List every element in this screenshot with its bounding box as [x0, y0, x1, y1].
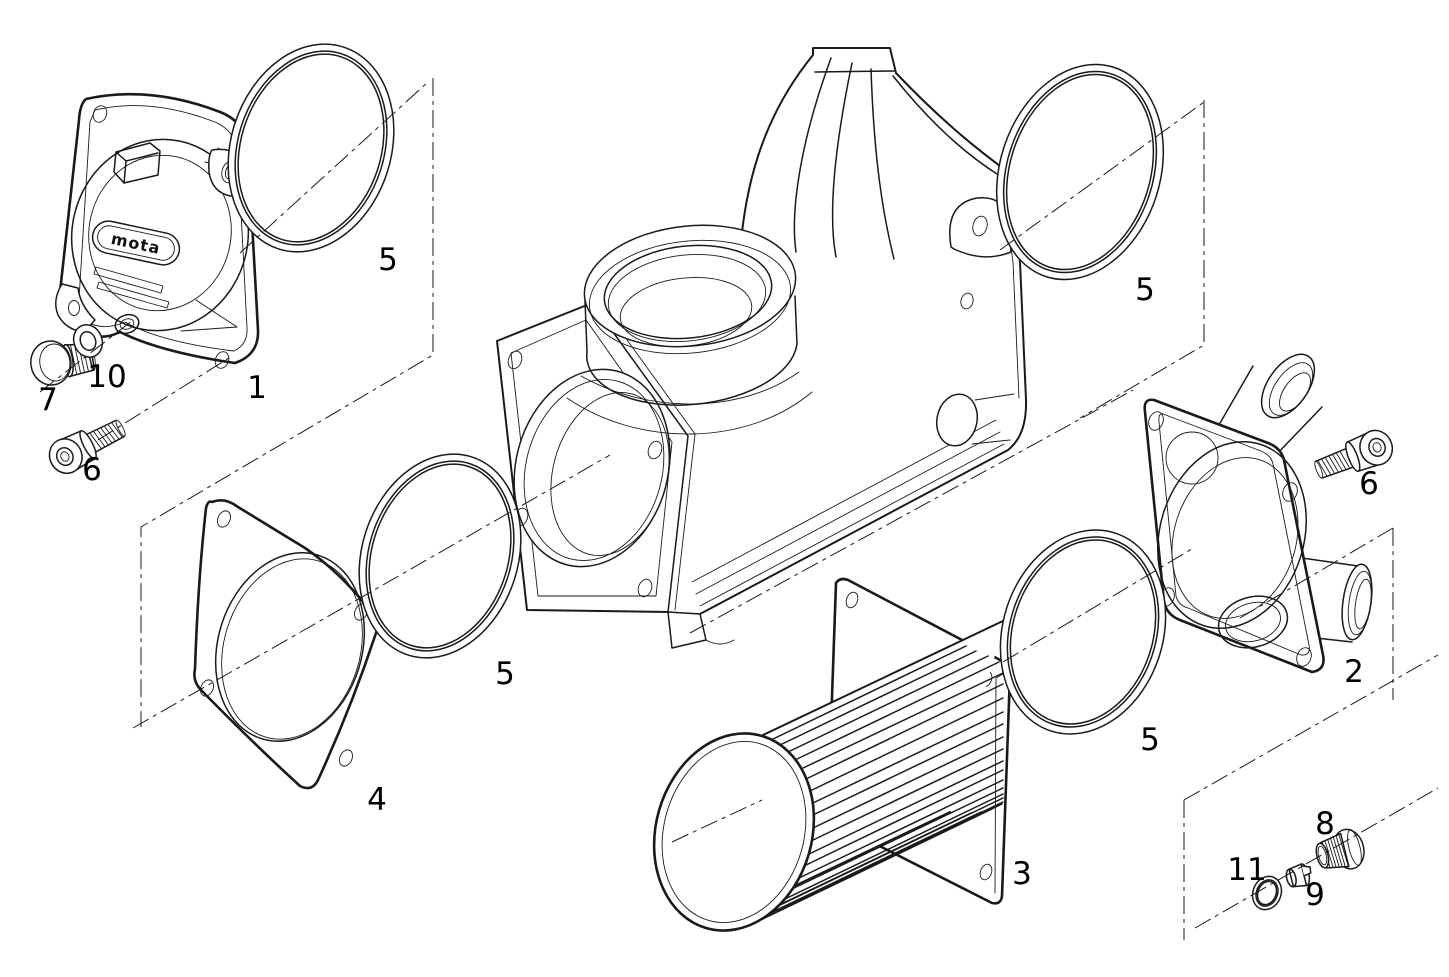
plug-boss-hole: [114, 313, 140, 335]
ear-hole: [972, 215, 988, 237]
bundle-front-face: [652, 732, 816, 932]
cover-dome-inner: [88, 154, 232, 312]
cover2-port-hole: [1217, 595, 1289, 649]
callout-8: 8: [1315, 806, 1335, 842]
part-9-small-plug: [1285, 863, 1312, 888]
part-5-oring-top-left: [227, 43, 395, 253]
part-4-gasket: [193, 499, 379, 790]
right-face-lines: [691, 419, 1005, 607]
callout-6-left: 6: [82, 452, 102, 488]
foot-bracket: [667, 611, 707, 649]
callout-3: 3: [1012, 856, 1032, 892]
left-flange-holes: [507, 350, 663, 598]
cover-flange-inset: [77, 105, 248, 352]
left-flange-inset: [510, 319, 673, 597]
part-5-oring-top-right: [995, 63, 1165, 281]
part-8-threaded-fitting: [1315, 828, 1365, 870]
callout-6-right: 6: [1359, 466, 1379, 502]
ear-bl-hole: [68, 300, 80, 316]
cover-hole-bottom: [214, 351, 230, 369]
bundle-tubes-hatch: [726, 645, 1004, 931]
foot-curl: [705, 639, 735, 645]
cover2-bowl: [1157, 440, 1307, 630]
cover-hole-top: [92, 105, 108, 123]
callout-5-top-left: 5: [378, 242, 398, 278]
plate-thickness: [994, 673, 1004, 894]
cover2-recess: [1165, 431, 1219, 485]
lower-boss-lines: [971, 393, 1015, 445]
callout-1: 1: [247, 370, 267, 406]
cover2-inset: [1158, 413, 1310, 656]
top-pad-line: [814, 70, 895, 73]
callout-9: 9: [1305, 877, 1325, 913]
cover-strips: [93, 266, 170, 309]
part-5-oring-mid-left: [358, 453, 522, 659]
left-flange-side: [591, 302, 689, 613]
part-11-seal-ring: [1251, 875, 1283, 911]
cover-dome-outer: [70, 138, 250, 332]
part-5-oring-mid-right: [999, 529, 1167, 735]
callout-10: 10: [87, 359, 126, 395]
gasket-outline: [193, 499, 379, 790]
part-2-outlet-cover: [1143, 353, 1373, 674]
callout-5-top-right: 5: [1135, 272, 1155, 308]
center-lines: [39, 81, 1439, 929]
callout-5-mid-left: 5: [495, 656, 515, 692]
boundary-frame-lines: [140, 78, 1439, 940]
face-hole: [960, 292, 974, 310]
logo-badge-outline: [91, 220, 181, 266]
part-3-core-bundle: [652, 577, 1012, 932]
ear-bottom-left: [55, 283, 96, 333]
tower-opening: [583, 224, 798, 406]
callout-5-mid-right: 5: [1140, 722, 1160, 758]
gasket-center-hole: [214, 552, 366, 742]
lower-ear-boss: [935, 393, 979, 447]
callout-7: 7: [38, 382, 58, 418]
logo-badge: mota: [91, 220, 181, 266]
callout-2: 2: [1344, 654, 1364, 690]
callout-11: 11: [1227, 852, 1266, 888]
part-6-bolt-right: [1309, 424, 1399, 488]
main-housing-body: [496, 47, 1028, 649]
callout-4: 4: [367, 782, 387, 818]
top-boss-cube: [113, 142, 161, 184]
duct-ribs: [793, 57, 1001, 260]
